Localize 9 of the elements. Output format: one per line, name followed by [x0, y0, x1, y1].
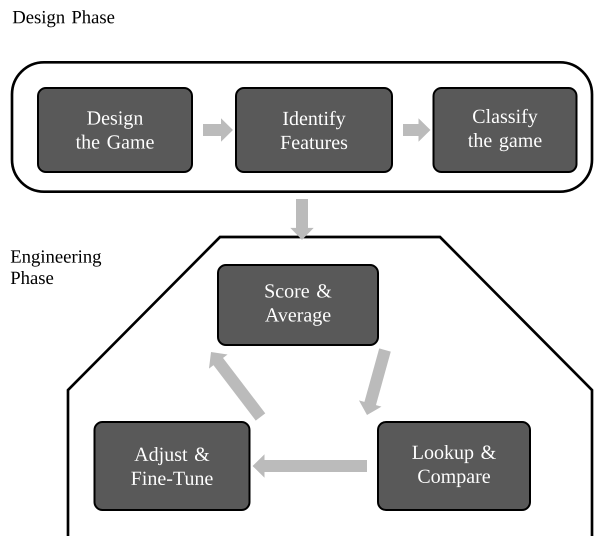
process-box: Adjust & Fine-Tune [94, 421, 250, 511]
process-box: Classify the game [432, 87, 578, 173]
phase-heading: Design Phase [12, 10, 114, 28]
process-box: Identify Features [235, 87, 393, 173]
block-arrow [208, 352, 266, 421]
phase-heading: Engineering Phase [10, 250, 102, 284]
process-box: Lookup & Compare [377, 421, 531, 511]
process-box: Design the Game [37, 87, 193, 173]
process-box: Score & Average [217, 264, 379, 346]
